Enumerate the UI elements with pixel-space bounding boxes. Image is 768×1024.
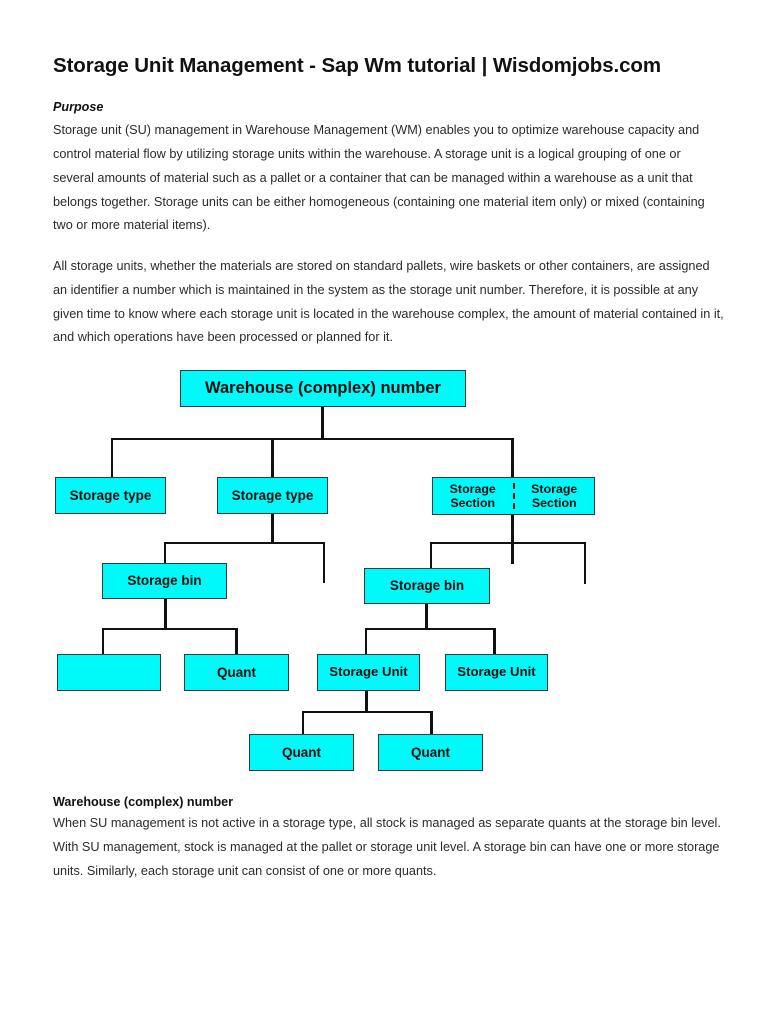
purpose-paragraph-1: Storage unit (SU) management in Warehous… (53, 123, 705, 233)
node-label-storage-section-right: Storage Section (531, 481, 578, 511)
connector-level4-bus (302, 711, 432, 714)
node-label: Quant (282, 744, 321, 760)
connector-level1-bus (111, 438, 513, 441)
connector-drop-quant-2 (302, 711, 304, 735)
connector-drop-quant-1 (235, 628, 238, 655)
connector-drop-storage-bin-2 (430, 542, 432, 570)
connector-drop-storage-unit-1 (365, 628, 367, 655)
node-quant-2: Quant (249, 734, 354, 772)
connector-drop-storage-unit-2 (493, 628, 496, 655)
storage-section-divider (512, 483, 515, 509)
connector-storage-type-2-stem (271, 514, 274, 544)
node-empty-box (57, 654, 161, 692)
node-storage-type-2: Storage type (217, 477, 328, 515)
node-storage-unit-2: Storage Unit (445, 654, 548, 692)
connector-drop-storage-section (511, 438, 514, 479)
node-label: Storage Unit (457, 664, 536, 680)
footer-paragraph: When SU management is not active in a st… (53, 816, 721, 878)
page-title: Storage Unit Management - Sap Wm tutoria… (53, 54, 661, 77)
node-label: Storage bin (389, 578, 465, 594)
connector-drop-storage-type-1 (111, 438, 113, 479)
node-quant-3: Quant (378, 734, 483, 772)
node-label: Storage bin (127, 573, 202, 589)
connector-level3-bus-left (102, 628, 237, 631)
connector-drop-storage-bin-1 (164, 542, 166, 565)
purpose-heading: Purpose (53, 100, 104, 115)
connector-storage-unit-1-stem (365, 691, 368, 713)
connector-level2-bus-left (164, 542, 325, 545)
node-label: Storage Unit (329, 664, 408, 680)
storage-hierarchy-diagram: Warehouse (complex) number Storage type … (53, 367, 733, 787)
connector-stub-right (584, 542, 586, 585)
connector-storage-bin-2-stem (425, 604, 428, 630)
node-quant-1: Quant (184, 654, 289, 692)
node-storage-bin-1: Storage bin (102, 563, 227, 600)
node-label: Quant (411, 744, 450, 760)
connector-level2-bus-right (430, 542, 585, 545)
connector-storage-bin-1-stem (164, 599, 167, 630)
node-storage-section-pair: Storage Section Storage Section (432, 477, 595, 516)
connector-drop-empty-box (102, 628, 104, 655)
node-warehouse-complex-number: Warehouse (complex) number (180, 370, 466, 408)
node-storage-unit-1: Storage Unit (317, 654, 420, 692)
connector-storage-section-stem (511, 515, 514, 565)
purpose-paragraph-2: All storage units, whether the materials… (53, 259, 724, 345)
node-label: Warehouse (complex) number (205, 379, 441, 398)
connector-stub-left (323, 542, 325, 584)
footer-heading: Warehouse (complex) number (53, 795, 234, 810)
node-label-storage-section-left: Storage Section (449, 481, 496, 511)
connector-root-stem (321, 407, 324, 440)
connector-drop-quant-3 (430, 711, 433, 735)
node-label: Storage type (69, 487, 152, 503)
node-label: Quant (217, 664, 256, 680)
node-label: Storage type (231, 487, 314, 503)
connector-level3-bus-right (365, 628, 495, 631)
node-storage-bin-2: Storage bin (364, 568, 490, 605)
connector-drop-storage-type-2 (271, 438, 274, 479)
node-storage-type-1: Storage type (55, 477, 166, 515)
